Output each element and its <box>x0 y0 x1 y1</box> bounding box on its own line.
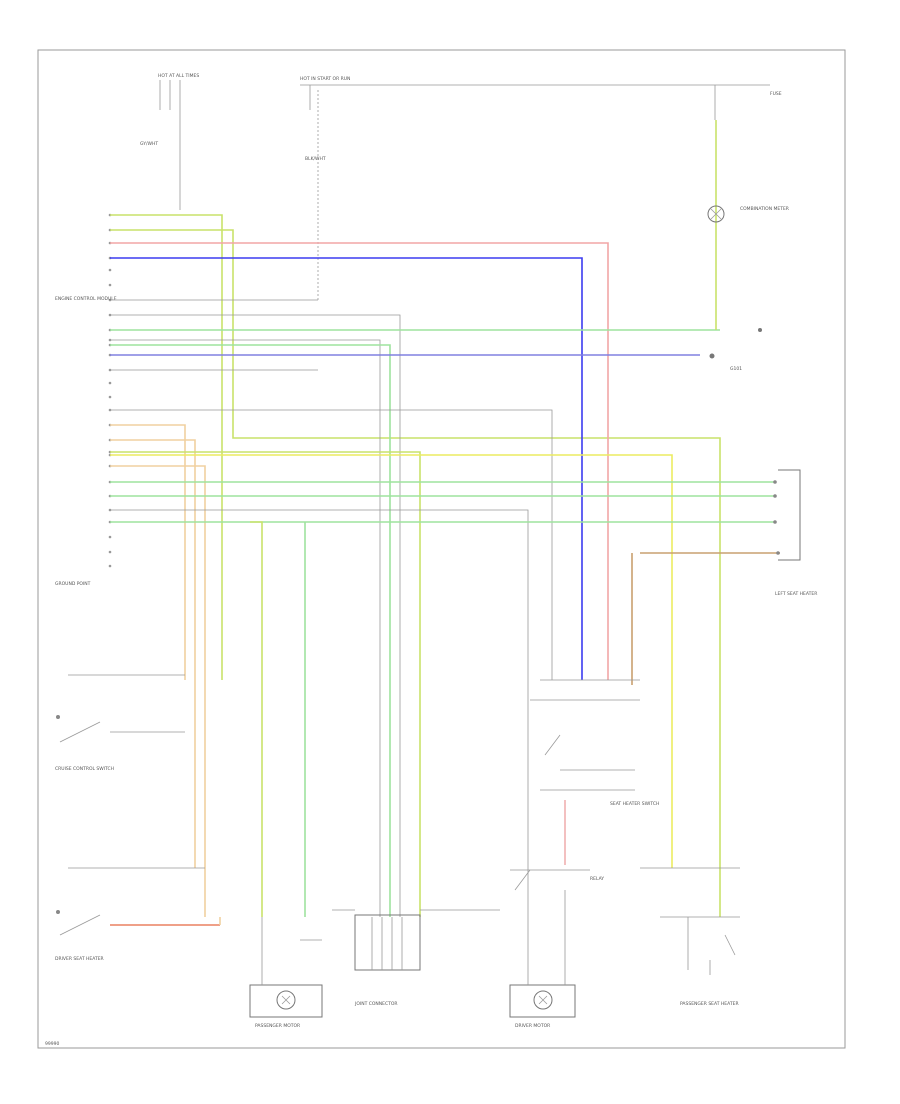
wire-tag: RELAY <box>590 876 604 882</box>
left-seat-heater-label: LEFT SEAT HEATER <box>775 591 817 597</box>
wire-tag: GY/WHT <box>140 141 158 147</box>
right-connector: LEFT SEAT HEATER <box>773 469 817 597</box>
motor-icon <box>533 990 553 1010</box>
ecm-wires <box>110 214 780 917</box>
switch-icon <box>59 721 101 743</box>
ecm-connector-pins <box>108 213 112 568</box>
joint-connector: JOINT CONNECTOR <box>332 909 500 1007</box>
passenger-motor-label: PASSENGER MOTOR <box>255 1023 300 1029</box>
top-supply-lines: HOT AT ALL TIMES HOT IN START OR RUN FUS… <box>140 73 782 300</box>
ground-icon <box>758 328 762 332</box>
switch-icon <box>59 914 101 936</box>
bulb-icon <box>707 205 725 223</box>
ecm-label: ENGINE CONTROL MODULE <box>55 296 117 302</box>
rear-switch-label: SEAT HEATER SWITCH <box>610 801 659 807</box>
fuse-label-left: HOT AT ALL TIMES <box>158 73 199 79</box>
motor-icon <box>276 990 296 1010</box>
cruise-switch-label: CRUISE CONTROL SWITCH <box>55 766 114 772</box>
wire-tag: G101 <box>730 366 742 372</box>
driver-motor: DRIVER MOTOR <box>509 890 576 1029</box>
seat-heater-switch: SEAT HEATER SWITCH RELAY <box>510 679 659 891</box>
connector-pin <box>108 395 112 399</box>
connector-pin <box>108 550 112 554</box>
wire-tag: BLK/WHT <box>305 156 326 162</box>
passenger-motor: PASSENGER MOTOR <box>249 917 323 1029</box>
driver-motor-label: DRIVER MOTOR <box>515 1023 550 1029</box>
combination-meter: COMBINATION METER G101 <box>707 120 789 372</box>
fuse-label-mid: HOT IN START OR RUN <box>300 76 350 82</box>
connector-pin <box>108 564 112 568</box>
switch-icon <box>724 934 736 956</box>
connector-pin <box>108 283 112 287</box>
connector-pin <box>108 268 112 272</box>
connector-pin <box>108 535 112 539</box>
left-switches: CRUISE CONTROL SWITCH DRIVER SEAT HEATER <box>55 674 221 962</box>
diagram-code: 99990 <box>45 1041 59 1047</box>
connector-pin <box>108 381 112 385</box>
passenger-seat-label: PASSENGER SEAT HEATER <box>680 1001 739 1007</box>
driver-seat-label: DRIVER SEAT HEATER <box>55 956 104 962</box>
joint-connector-label: JOINT CONNECTOR <box>354 1001 398 1007</box>
passenger-seat-heater: PASSENGER SEAT HEATER <box>640 867 740 1007</box>
combination-meter-label: COMBINATION METER <box>740 206 789 212</box>
switch-icon <box>544 734 561 756</box>
fuse-label-right: FUSE <box>770 91 782 97</box>
diagram-border <box>37 49 846 1049</box>
ground-point-label: GROUND POINT <box>55 581 91 587</box>
